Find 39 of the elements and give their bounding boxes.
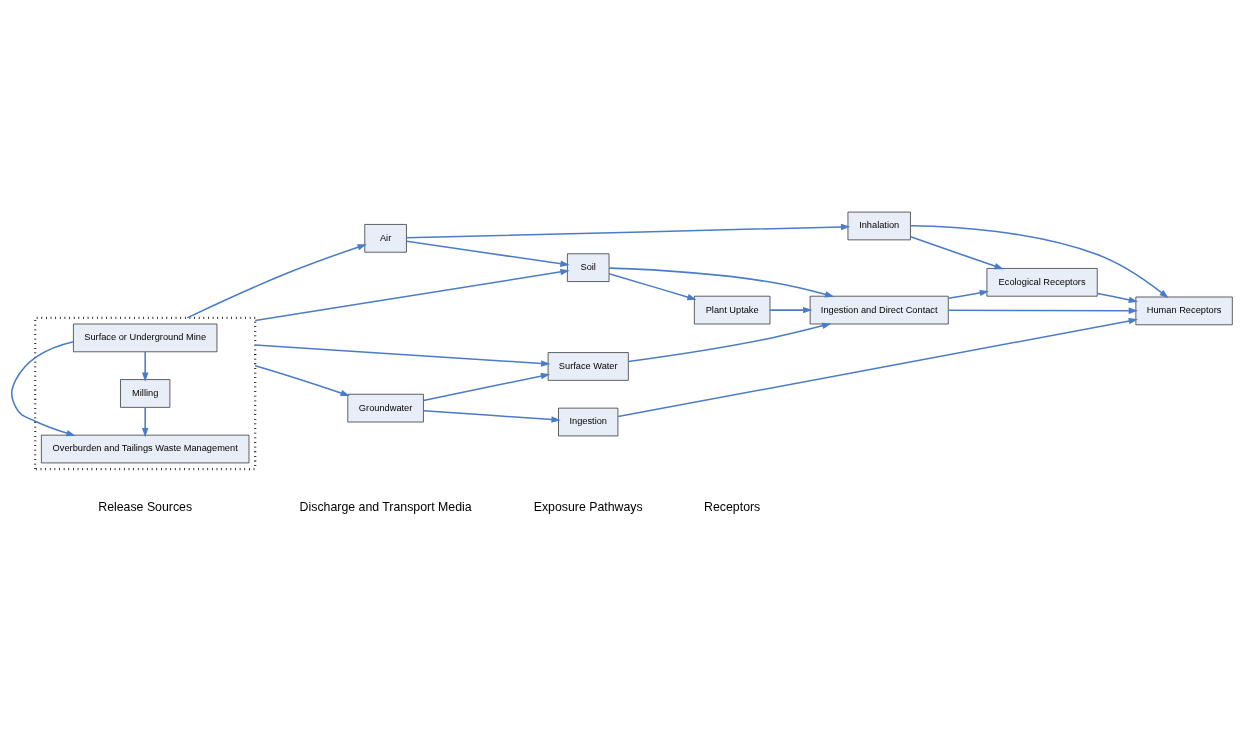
- arrow: [254, 364, 350, 396]
- node-box: Ingestion: [558, 407, 619, 436]
- arrow: [422, 372, 551, 401]
- node-box: Milling: [120, 378, 171, 408]
- arrow: [141, 350, 149, 382]
- arrow: [406, 240, 570, 267]
- node-box: Plant Uptake: [693, 295, 771, 324]
- arrow: [947, 307, 1138, 314]
- arrow: [909, 224, 1169, 298]
- arrow: [608, 272, 697, 300]
- arrow: [10, 340, 76, 436]
- node-box: Soil: [567, 252, 610, 282]
- node-box: Ingestion and Direct Contact: [809, 295, 949, 324]
- label: Receptors: [704, 499, 761, 514]
- arrow: [405, 223, 851, 239]
- node-box: Surface or Underground Mine: [73, 323, 218, 352]
- node-box: Ecological Receptors: [986, 267, 1098, 297]
- node-box: Surface Water: [547, 351, 629, 381]
- node-box: Overburden and Tailings Waste Management: [41, 434, 250, 463]
- node-box: Human Receptors: [1135, 296, 1233, 325]
- node-box: Air: [364, 223, 407, 253]
- label: Discharge and Transport Media: [299, 499, 472, 514]
- arrow: [617, 317, 1138, 417]
- arrow: [254, 268, 570, 321]
- arrow: [141, 406, 149, 437]
- arrow: [627, 322, 832, 362]
- arrow: [608, 266, 835, 297]
- arrow: [254, 343, 551, 367]
- label: Release Sources: [98, 499, 193, 514]
- node-box: Groundwater: [347, 393, 424, 422]
- cluster: [34, 316, 257, 470]
- arrow: [909, 235, 1004, 269]
- arrow: [1096, 292, 1138, 303]
- arrow: [422, 409, 561, 423]
- arrow: [947, 289, 989, 299]
- arrow: [769, 306, 813, 313]
- arrow: [186, 243, 367, 319]
- label: Exposure Pathways: [533, 499, 643, 514]
- node-box: Inhalation: [847, 211, 911, 240]
